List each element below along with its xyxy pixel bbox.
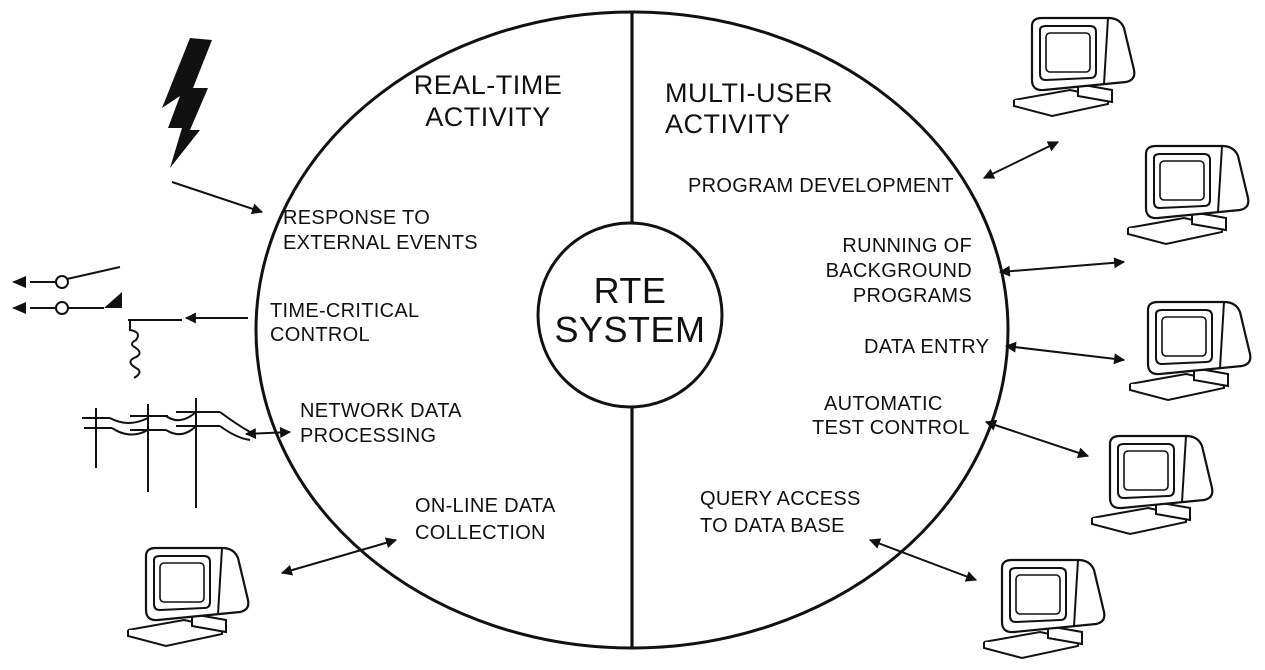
item-network-line1: NETWORK DATA xyxy=(300,400,462,422)
arrow-query-access xyxy=(868,538,978,582)
item-online-line1: ON-LINE DATA xyxy=(415,495,556,517)
item-online-line2: COLLECTION xyxy=(415,522,546,544)
computer-terminal-icon xyxy=(1128,300,1252,402)
arrow-running-background xyxy=(998,257,1126,277)
item-time-critical-line2: CONTROL xyxy=(270,324,370,346)
core-label-line1: RTE xyxy=(594,270,667,311)
arrow-program-dev xyxy=(983,141,1059,179)
core-circle xyxy=(536,221,724,409)
core-label-line2: SYSTEM xyxy=(554,309,705,350)
computer-terminal-icon xyxy=(982,558,1106,660)
computer-terminal-icon xyxy=(126,546,250,648)
arrow-online-collection xyxy=(280,537,398,576)
item-running-line1: RUNNING OF xyxy=(842,235,972,257)
heading-multi-user-line2: ACTIVITY xyxy=(665,109,791,139)
computer-terminal-icon xyxy=(1126,144,1250,246)
item-time-critical-line1: TIME-CRITICAL xyxy=(270,300,419,322)
computer-terminal-icon xyxy=(1012,16,1136,118)
arrow-network xyxy=(244,426,292,440)
arrow-auto-test xyxy=(984,419,1090,459)
item-auto-test-line1: AUTOMATIC xyxy=(824,393,943,415)
item-query-line2: TO DATA BASE xyxy=(700,515,845,537)
utility-pole-icon xyxy=(82,398,251,508)
arrow-data-entry xyxy=(1004,341,1126,365)
arrow-external-events xyxy=(171,181,264,215)
computer-terminal-icon xyxy=(1090,434,1214,536)
lightning-bolt-icon xyxy=(162,38,212,168)
switch-relay-icon xyxy=(12,266,182,379)
item-data-entry: DATA ENTRY xyxy=(864,336,989,358)
item-program-dev: PROGRAM DEVELOPMENT xyxy=(688,175,954,197)
heading-multi-user-line1: MULTI-USER xyxy=(665,78,833,108)
item-response-line2: EXTERNAL EVENTS xyxy=(283,232,478,254)
item-response-line1: RESPONSE TO xyxy=(283,207,430,229)
heading-real-time-line1: REAL-TIME xyxy=(414,70,563,100)
heading-real-time-line2: ACTIVITY xyxy=(425,102,551,132)
item-network-line2: PROCESSING xyxy=(300,425,436,447)
item-running-line3: PROGRAMS xyxy=(853,285,972,307)
item-query-line1: QUERY ACCESS xyxy=(700,488,861,510)
item-running-line2: BACKGROUND xyxy=(826,260,972,282)
item-auto-test-line2: TEST CONTROL xyxy=(812,417,970,439)
